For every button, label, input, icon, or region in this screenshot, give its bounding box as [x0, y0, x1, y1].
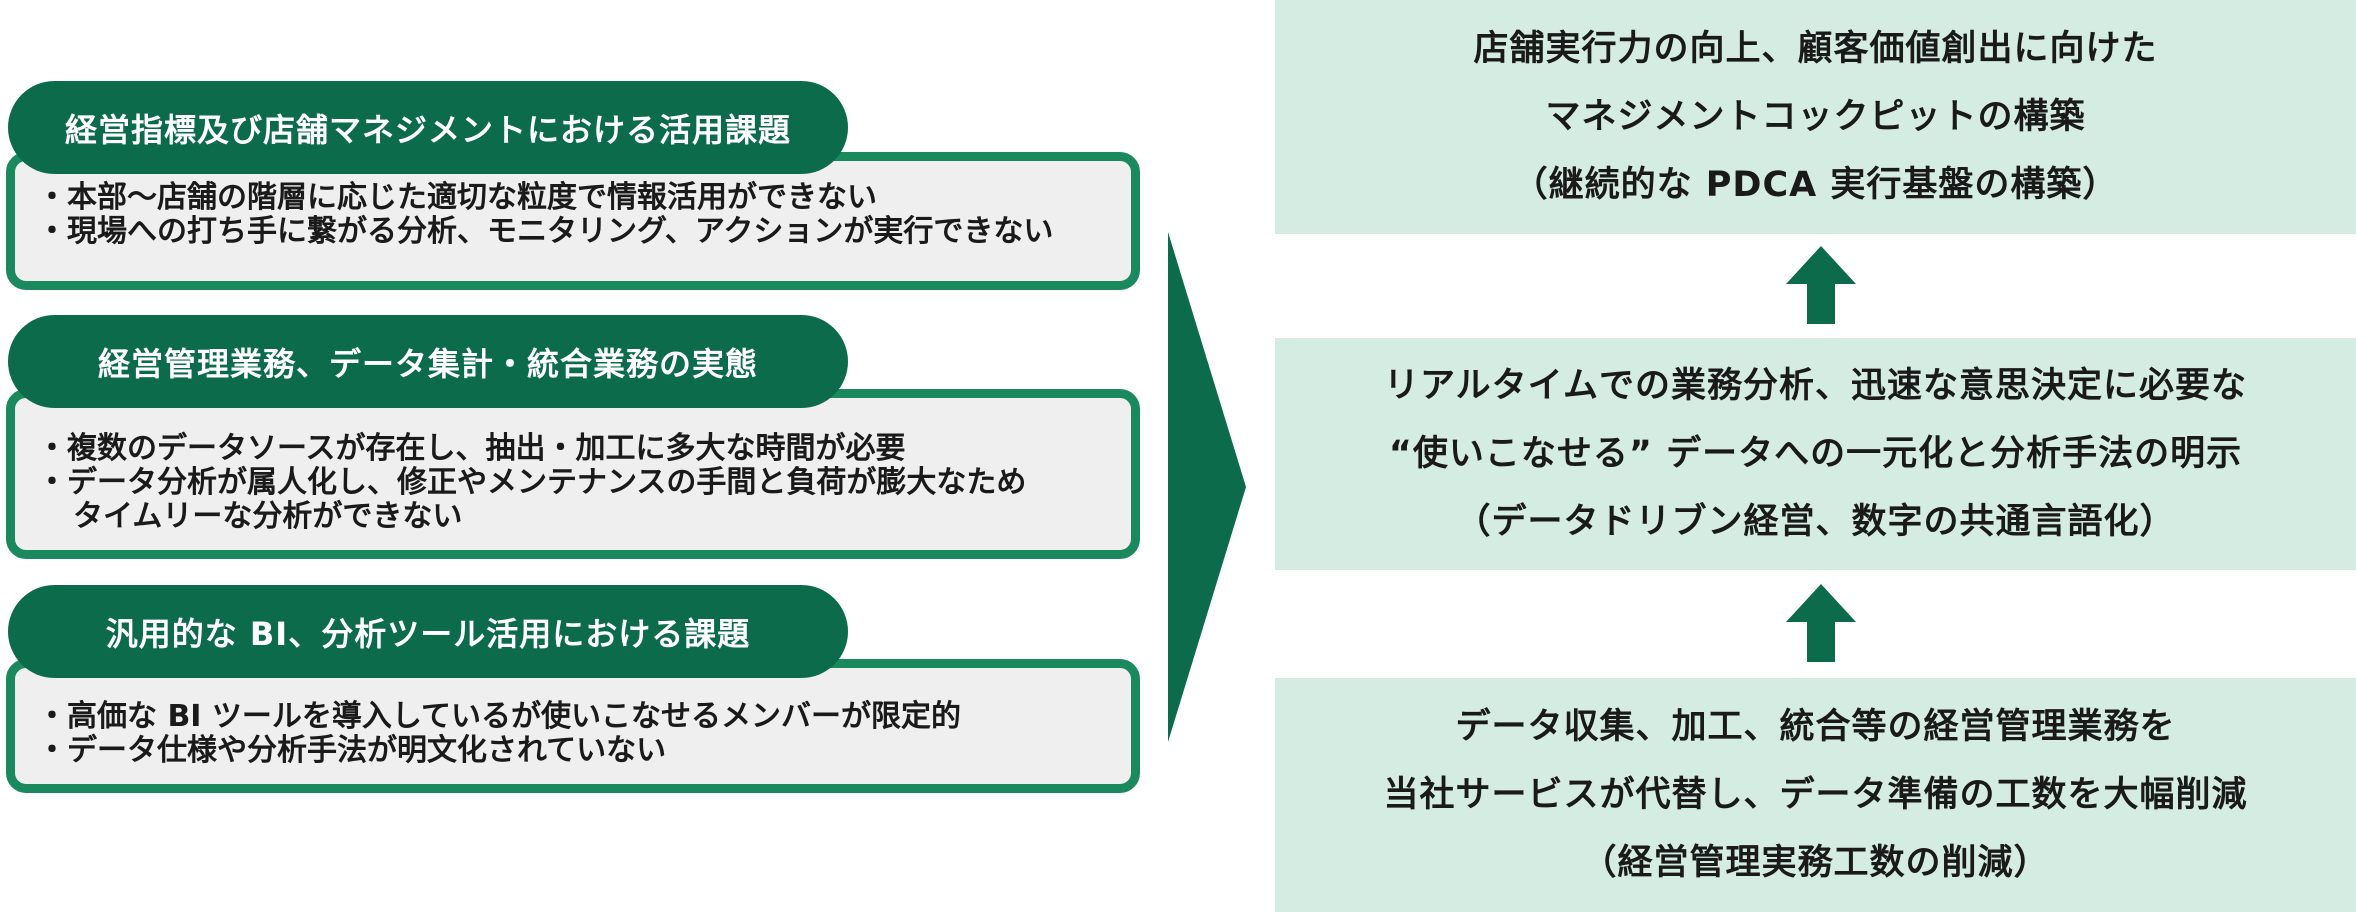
- goal-top-line-3: （継続的な PDCA 実行基盤の構築）: [1512, 165, 2119, 205]
- goal-bottom-line-3: （経営管理実務工数の削減）: [1581, 843, 2050, 883]
- issue-3-line-2: ・データ仕様や分析手法が明文化されていない: [37, 733, 667, 768]
- issue-box-3: ・高価な BI ツールを導入しているが使いこなせるメンバーが限定的 ・データ仕様…: [6, 659, 1140, 793]
- goal-middle-line-1: リアルタイムでの業務分析、迅速な意思決定に必要な: [1384, 366, 2247, 406]
- issue-2-line-1: ・複数のデータソースが存在し、抽出・加工に多大な時間が必要: [37, 431, 906, 466]
- goal-box-middle: リアルタイムでの業務分析、迅速な意思決定に必要な “使いこなせる” データへの一…: [1275, 338, 2356, 570]
- goal-middle-line-3: （データドリブン経営、数字の共通言語化）: [1455, 502, 2176, 542]
- goal-bottom-line-1: データ収集、加工、統合等の経営管理業務を: [1455, 707, 2176, 747]
- goal-top-line-1: 店舗実行力の向上、顧客価値創出に向けた: [1473, 29, 2158, 69]
- up-arrow-icon: [1786, 246, 1856, 324]
- up-arrow-icon: [1786, 584, 1856, 662]
- issue-1-line-1: ・本部～店舗の階層に応じた適切な粒度で情報活用ができない: [37, 180, 877, 215]
- issue-1-line-2: ・現場への打ち手に繋がる分析、モニタリング、アクションが実行できない: [37, 214, 1054, 249]
- goal-box-bottom: データ収集、加工、統合等の経営管理業務を 当社サービスが代替し、データ準備の工数…: [1275, 678, 2356, 912]
- issue-1-title: 経営指標及び店舗マネジメントにおける活用課題: [8, 81, 848, 174]
- issue-3-line-1: ・高価な BI ツールを導入しているが使いこなせるメンバーが限定的: [37, 699, 962, 734]
- issue-2-line-3: タイムリーな分析ができない: [73, 499, 463, 534]
- right-arrow-icon: [1168, 232, 1246, 742]
- issue-box-2: ・複数のデータソースが存在し、抽出・加工に多大な時間が必要 ・データ分析が属人化…: [6, 389, 1140, 559]
- goal-top-line-2: マネジメントコックピットの構築: [1545, 97, 2086, 137]
- goal-bottom-line-2: 当社サービスが代替し、データ準備の工数を大幅削減: [1383, 775, 2248, 815]
- goal-middle-line-2: “使いこなせる” データへの一元化と分析手法の明示: [1388, 434, 2243, 474]
- issue-2-line-2: ・データ分析が属人化し、修正やメンテナンスの手間と負荷が膨大なため: [37, 465, 1027, 500]
- goal-box-top: 店舗実行力の向上、顧客価値創出に向けた マネジメントコックピットの構築 （継続的…: [1275, 0, 2356, 234]
- issue-2-title: 経営管理業務、データ集計・統合業務の実態: [8, 315, 848, 408]
- issue-3-title: 汎用的な BI、分析ツール活用における課題: [8, 585, 848, 678]
